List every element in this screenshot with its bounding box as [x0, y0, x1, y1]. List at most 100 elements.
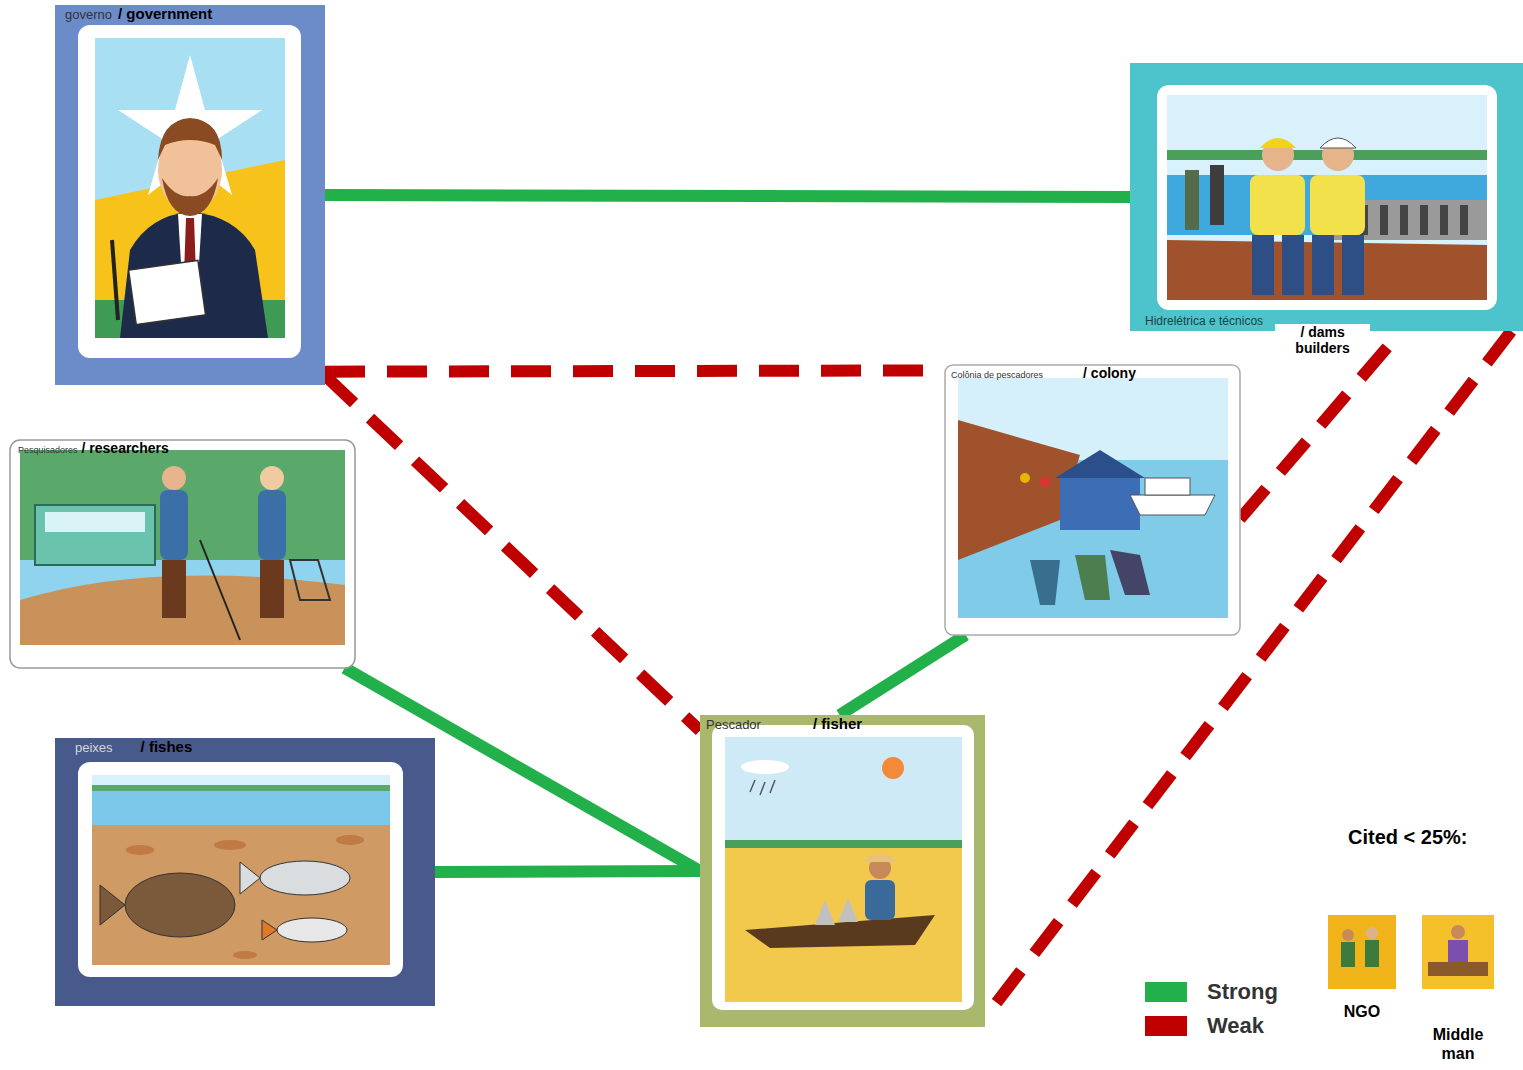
dam-card-part [1260, 138, 1296, 148]
ngo-card-part [1341, 942, 1355, 967]
fisher-card [700, 715, 985, 1027]
researchers-card-part [160, 490, 188, 560]
portuguese-label: Colônia de pescadores [951, 370, 1043, 380]
dam-card-part [1342, 235, 1364, 295]
researchers-card-part [20, 450, 345, 645]
dam-card-part [1130, 63, 1523, 331]
middleman-card-part [1448, 940, 1468, 962]
middleman-card-part [1451, 925, 1465, 939]
fishes-card-part [126, 835, 364, 959]
fishes-card [55, 738, 435, 1006]
fishes-card-part [100, 885, 125, 925]
government-card-part [95, 38, 285, 338]
weak-link [1240, 331, 1401, 519]
english-label: / government [118, 5, 212, 22]
researchers-card: Pesquisadores / researchers [10, 440, 355, 668]
legend-row: Weak [1145, 1009, 1278, 1043]
fisher-card-part [725, 737, 962, 1002]
english-label: / researchers [82, 440, 169, 456]
dam-card-part-part [1400, 205, 1408, 235]
fisher-card-part-part [750, 780, 755, 792]
government-card-part [78, 25, 301, 358]
fishes-card-part [92, 785, 390, 791]
strong-link [325, 195, 1130, 197]
ngo-card [1328, 915, 1396, 989]
dam-card-part [1252, 235, 1274, 295]
fishes-card-part [277, 918, 347, 942]
fishes-card-part [55, 738, 435, 1006]
english-label: / dams builders [1275, 324, 1370, 356]
legend-label: Weak [1207, 1013, 1264, 1038]
government-card-part [120, 212, 268, 338]
middleman-card: Middle man [1418, 915, 1498, 1067]
legend-swatch [1145, 1016, 1187, 1036]
middleman-card-part [1428, 962, 1488, 976]
researchers-card-part [162, 560, 186, 618]
dam-card-part-part [1380, 205, 1388, 235]
fishes-card: peixes/ fishes [55, 738, 435, 1006]
researchers-card-part [260, 466, 284, 490]
dam-card-part [1310, 175, 1365, 235]
fisher-card-part [712, 725, 974, 1010]
fisher-card-part [838, 898, 858, 922]
colony-card-part [1110, 550, 1150, 595]
fishes-card-part-part [336, 835, 364, 845]
fishes-card-part [92, 790, 390, 825]
researchers-card-part [260, 560, 284, 618]
colony-card-part [1055, 450, 1145, 478]
english-label: / colony [1083, 365, 1136, 381]
fishes-card-part-part [126, 845, 154, 855]
researchers-card-part [290, 560, 330, 600]
fisher-card-part [865, 880, 895, 920]
fisher-card-part [725, 848, 962, 1002]
fishes-card-part [260, 861, 350, 895]
portuguese-label: Pesquisadores [18, 445, 78, 455]
weak-link [325, 376, 700, 731]
dam-card [1130, 63, 1523, 331]
researchers-card-part [258, 490, 286, 560]
fisher-card-part [815, 900, 835, 925]
portuguese-label: governo [65, 8, 112, 23]
dam-card-part [1185, 170, 1199, 230]
note-label: Cited < 25%: [1348, 826, 1467, 849]
dam-card-part [1167, 95, 1487, 300]
card-label: Middle man [1426, 1026, 1490, 1063]
ngo-card-part [1366, 927, 1378, 939]
strong-link [840, 635, 966, 715]
fishes-card-part [92, 825, 390, 965]
researchers-card-part [20, 560, 345, 645]
government-card: governo / government [55, 5, 325, 385]
english-label: / fisher [813, 715, 862, 732]
middleman-card [1422, 915, 1494, 989]
colony-card-part [958, 378, 1228, 618]
legend-row: Strong [1145, 975, 1278, 1009]
dam-card-part-part [1420, 205, 1428, 235]
portuguese-label: peixes [75, 741, 113, 756]
dam-card-part [1320, 138, 1356, 148]
dam-card-part [1210, 165, 1224, 225]
colony-card-part [1075, 555, 1110, 600]
dam-card-part [1250, 175, 1305, 235]
researchers-card [10, 440, 355, 668]
fishes-card-part [240, 862, 260, 894]
dam-builders-card: Hidrelétrica e técnicos/ dams builders [1130, 63, 1523, 356]
dam-card-part [1312, 235, 1334, 295]
dam-card-part-part [1440, 205, 1448, 235]
fisher-card-part-part [760, 782, 765, 795]
colony-card [945, 365, 1240, 635]
dam-card-part-part [1460, 205, 1468, 235]
fisher-card-part-part [770, 780, 775, 793]
fishes-card-part-part [233, 951, 257, 959]
portuguese-label: Pescador [706, 718, 761, 733]
fishes-card-part [78, 762, 403, 977]
colony-card-part [945, 365, 1240, 635]
note-holder: Cited < 25%: [1348, 826, 1467, 849]
fishes-card-part [125, 873, 235, 937]
government-card-part [158, 118, 222, 160]
colony-card-part [1030, 560, 1060, 605]
fishes-card-part [262, 920, 277, 940]
ngo-card: NGO [1326, 915, 1398, 1027]
fisher-card-part [750, 780, 775, 795]
fishes-card-part-part [214, 840, 246, 850]
